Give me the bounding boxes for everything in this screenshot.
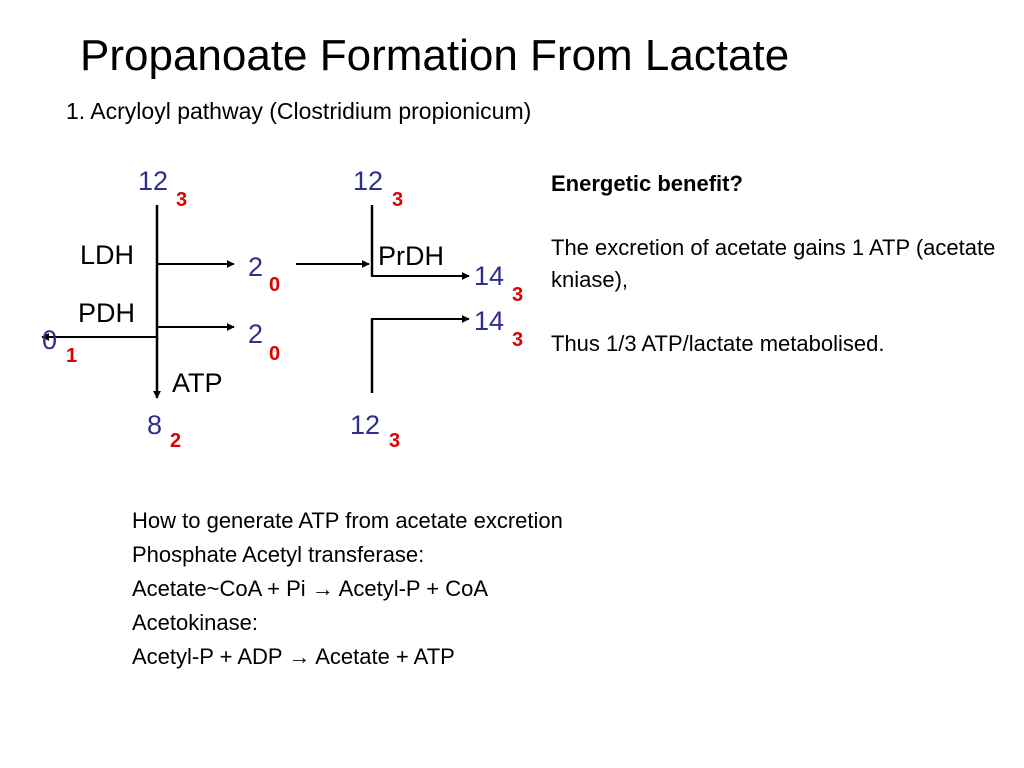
left-bottom-value: 8 (147, 410, 162, 440)
pdh-product-subscript: 0 (269, 343, 280, 365)
note-line: Acetokinase: (132, 610, 258, 635)
atp-generation-notes: How to generate ATP from acetate excreti… (132, 504, 563, 674)
right-top-value: 12 (353, 166, 383, 196)
prdh-product-subscript: 3 (512, 284, 523, 306)
right-bottom-value: 12 (350, 410, 380, 440)
left-top-subscript: 3 (176, 189, 187, 211)
slide-title: Propanoate Formation From Lactate (80, 31, 790, 80)
right-bottom-subscript: 3 (389, 430, 400, 452)
note-line: Acetyl-P + ADP → Acetate + ATP (132, 644, 455, 669)
pdh-product-value: 2 (248, 319, 263, 349)
energetic-line-1: The excretion of acetate gains 1 ATP (ac… (551, 235, 996, 292)
ldh-product-subscript: 0 (269, 274, 280, 296)
right-mid-subscript: 3 (512, 329, 523, 351)
note-line: Phosphate Acetyl transferase: (132, 542, 425, 567)
left-bottom-subscript: 2 (170, 430, 181, 452)
pdh-left-value: 0 (42, 325, 57, 355)
pdh-label: PDH (78, 298, 135, 328)
atp-label: ATP (172, 368, 223, 398)
energetic-line-2: Thus 1/3 ATP/lactate metabolised. (551, 331, 885, 356)
prdh-product-value: 14 (474, 261, 504, 291)
energetic-heading: Energetic benefit? (551, 171, 743, 196)
left-top-value: 12 (138, 166, 168, 196)
pdh-left-subscript: 1 (66, 345, 77, 367)
right-mid-value: 14 (474, 306, 504, 336)
ldh-label: LDH (80, 240, 134, 270)
prdh-label: PrDH (378, 241, 444, 271)
note-line: Acetate~CoA + Pi → Acetyl-P + CoA (132, 576, 489, 601)
ldh-product-value: 2 (248, 252, 263, 282)
note-line: How to generate ATP from acetate excreti… (132, 508, 563, 533)
slide-subtitle: 1. Acryloyl pathway (Clostridium propion… (66, 98, 532, 124)
energetic-benefit-box: Energetic benefit? The excretion of acet… (551, 168, 1001, 360)
right-top-subscript: 3 (392, 189, 403, 211)
